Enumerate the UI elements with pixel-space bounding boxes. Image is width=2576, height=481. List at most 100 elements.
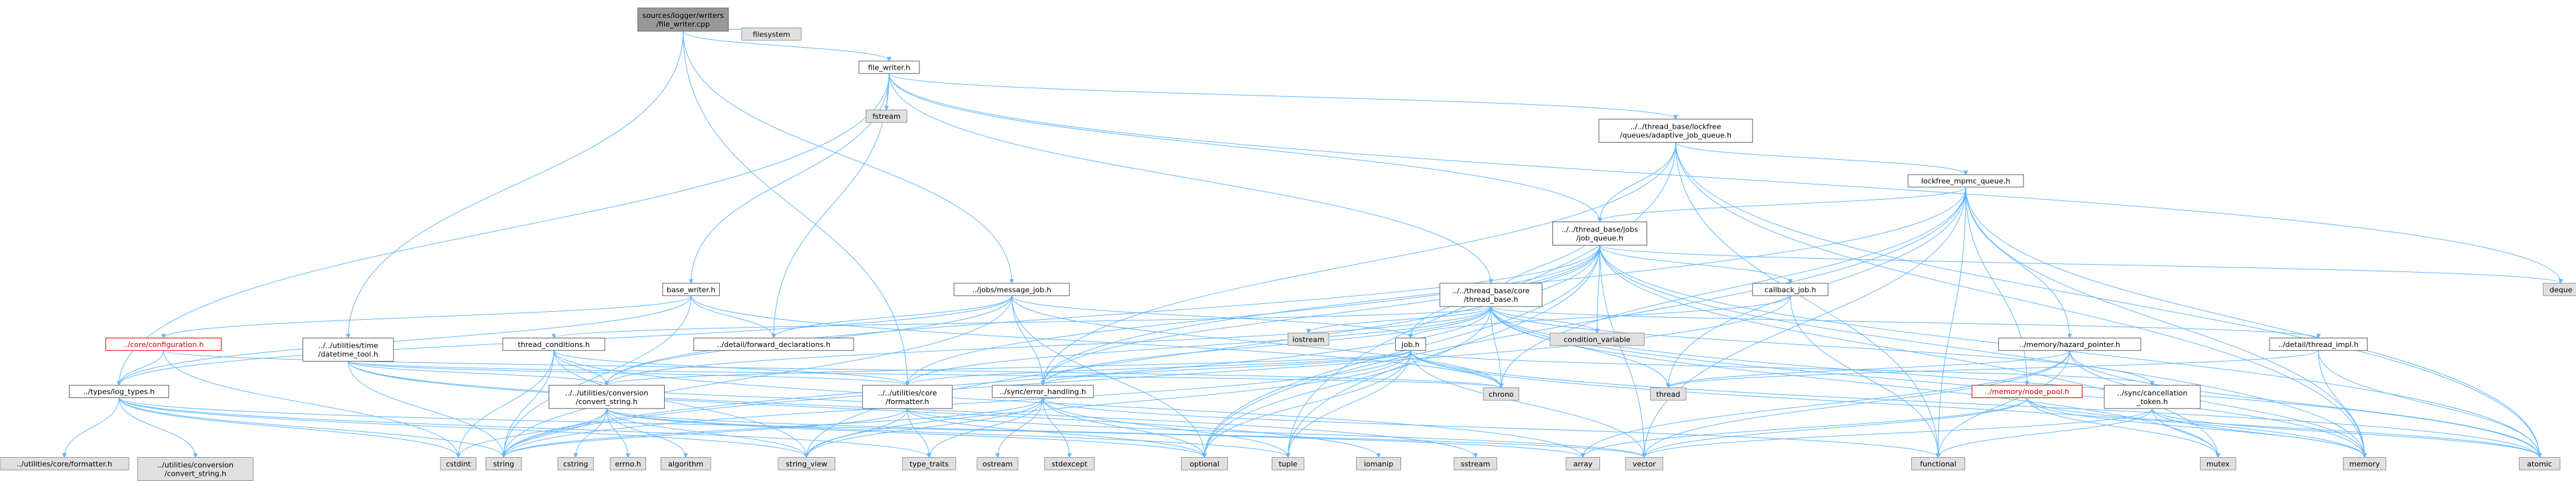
node-hazard-pointer[interactable]: ../memory/hazard_pointer.h <box>1998 338 2141 351</box>
node-lockfree-mpmc[interactable]: lockfree_mpmc_queue.h <box>1907 174 2024 188</box>
edge-log_types-to-util_formatter <box>62 397 119 458</box>
edge-core_formatter-to-string_view <box>804 408 908 458</box>
edge-job_queue-to-condition_variable <box>1594 245 1600 334</box>
node-box <box>1439 283 1542 307</box>
node-box <box>1044 457 1095 470</box>
edge-core_formatter-to-vector <box>907 408 1647 458</box>
edge-adaptive_queue-to-memory <box>1675 142 2367 458</box>
edge-job_h-to-convert_string <box>604 350 1411 386</box>
edge-adaptive_queue-to-lockfree_mpmc <box>1675 142 1968 175</box>
edge-job_queue-to-deque <box>1599 245 2563 284</box>
node-box <box>1625 457 1664 470</box>
edge-callback_job-to-job_h <box>1408 295 1791 339</box>
edge-job_h-to-tuple <box>1286 350 1411 458</box>
edge-job_h-to-memory <box>1410 350 2367 458</box>
edge-job_h-to-string <box>501 350 1411 458</box>
node-job-h[interactable]: job.h <box>1395 338 1426 351</box>
node-label: thread_conditions.h <box>518 340 590 349</box>
node-base-writer[interactable]: base_writer.h <box>662 283 720 297</box>
node-box <box>693 338 854 351</box>
node-box <box>440 457 477 470</box>
node-adaptive-queue[interactable]: ../../thread_base/lockfree/queues/adapti… <box>1598 119 1753 143</box>
edge-core_formatter-to-type_traits <box>907 408 932 458</box>
node-filesystem: filesystem <box>741 27 802 41</box>
node-node-pool[interactable]: ../memory/node_pool.h <box>1972 385 2083 398</box>
edge-job_queue-to-callback_job <box>1599 245 1793 284</box>
edge-error_handling-to-optional <box>1042 397 1207 458</box>
edge-message_job-to-error_handling <box>1011 295 1046 386</box>
edge-convert_string-to-errno <box>606 408 631 458</box>
node-label: /thread_base.h <box>1463 295 1518 304</box>
node-box <box>858 60 920 74</box>
node-root[interactable]: sources/logger/writers/file_writer.cpp <box>637 7 729 32</box>
edge-base_writer-to-log_types <box>117 295 692 386</box>
node-forward-decl[interactable]: ../detail/forward_declarations.h <box>693 338 854 351</box>
node-thread-base[interactable]: ../../thread_base/core/thread_base.h <box>1439 283 1542 307</box>
edge-lockfree_mpmc-to-optional <box>1202 186 1966 458</box>
node-thread-conditions[interactable]: thread_conditions.h <box>502 338 606 351</box>
node-job-queue[interactable]: ../../thread_base/jobs/job_queue.h <box>1552 222 1647 245</box>
node-box <box>105 338 222 351</box>
node-convert-string[interactable]: ../../utilities/conversion/convert_strin… <box>548 385 665 409</box>
edge-cancellation-to-vector <box>1642 408 2153 458</box>
node-cancellation[interactable]: ../sync/cancellation_token.h <box>2104 385 2201 409</box>
node-box <box>1271 457 1305 470</box>
node-callback-job[interactable]: callback_job.h <box>1752 283 1829 297</box>
edge-thread_base-to-iostream <box>1306 306 1491 334</box>
edge-hazard_pointer-to-thread <box>1666 350 2070 389</box>
edge-lockfree_mpmc-to-atomic <box>1965 186 2542 458</box>
node-box <box>1650 387 1686 401</box>
node-datetime-tool[interactable]: ../../utilities/time/datetime_tool.h <box>303 338 394 362</box>
edge-job_queue-to-core_formatter <box>905 245 1600 386</box>
edge-job_queue-to-vector <box>1599 245 1647 458</box>
node-label: ../core/configuration.h <box>123 340 204 349</box>
node-box <box>1598 119 1753 143</box>
node-label: /queues/adaptive_job_queue.h <box>1620 131 1731 140</box>
node-message-job[interactable]: ../jobs/message_job.h <box>953 283 1070 297</box>
node-box <box>2518 457 2561 470</box>
node-label: base_writer.h <box>667 285 715 294</box>
edge-node_pool-to-vector <box>1642 397 2028 458</box>
edge-core_config-to-chrono <box>163 350 1503 389</box>
node-thread-impl[interactable]: ../detail/thread_impl.h <box>2269 338 2368 351</box>
node-log-types[interactable]: ../types/log_types.h <box>68 385 169 398</box>
node-box <box>741 27 802 41</box>
node-box <box>610 457 646 470</box>
edge-core_config-to-cstdint <box>163 350 461 458</box>
node-string: string <box>485 457 522 470</box>
edge-core_config-to-log_types <box>116 350 164 386</box>
edge-hazard_pointer-to-atomic <box>2069 350 2542 458</box>
node-label: array <box>1574 460 1593 468</box>
node-ostream: ostream <box>977 457 1018 470</box>
dependency-nodes: sources/logger/writers/file_writer.cppfi… <box>0 7 2576 481</box>
node-chrono: chrono <box>1483 387 1520 401</box>
edge-lockfree_mpmc-to-vector <box>1641 186 1966 458</box>
node-error-handling[interactable]: ../sync/error_handling.h <box>992 385 1094 398</box>
node-type-traits: type_traits <box>902 457 957 470</box>
node-label: string_view <box>786 460 827 468</box>
edge-thread_base-to-thread_impl <box>1490 306 2321 339</box>
edge-log_types-to-string <box>118 397 506 458</box>
node-condition-variable: condition_variable <box>1549 332 1645 346</box>
edge-thread_conditions-to-core_formatter <box>553 350 910 386</box>
edge-convert_string-to-vector <box>606 408 1647 458</box>
edge-thread_impl-to-thread <box>1666 350 2319 389</box>
node-box <box>1907 174 2024 188</box>
node-file-writer-h[interactable]: file_writer.h <box>858 60 920 74</box>
node-label: ../../thread_base/jobs <box>1562 226 1639 234</box>
node-box <box>2342 457 2386 470</box>
node-cstring: cstring <box>557 457 594 470</box>
node-box <box>2200 457 2236 470</box>
node-tuple: tuple <box>1271 457 1305 470</box>
edge-lockfree_mpmc-to-job_queue <box>1597 186 1966 223</box>
node-deque: deque <box>2542 283 2576 297</box>
node-label: _token.h <box>2136 397 2168 406</box>
node-core-config[interactable]: ../core/configuration.h <box>105 338 222 351</box>
edge-datetime_tool-to-chrono <box>348 361 1503 389</box>
edge-thread_base-to-error_handling <box>1040 306 1491 386</box>
edge-job_queue-to-error_handling <box>1040 245 1600 386</box>
edge-job_queue-to-tuple <box>1286 245 1600 458</box>
node-box <box>1288 332 1329 346</box>
node-core-formatter[interactable]: ../../utilities/core/formatter.h <box>862 385 953 409</box>
